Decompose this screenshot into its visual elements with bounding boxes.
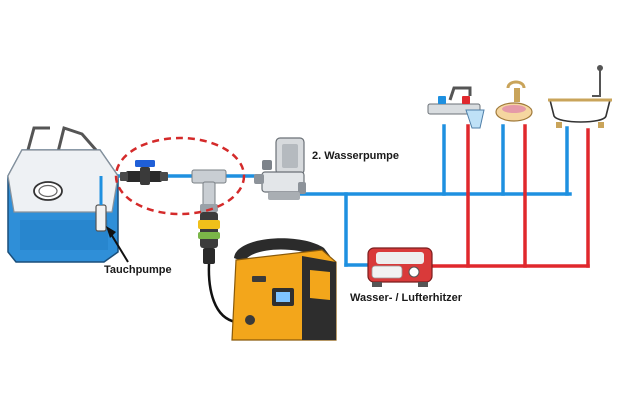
t-connector-icon	[191, 169, 227, 212]
hot-water-pipes	[430, 124, 590, 268]
wasserpumpe-label: 2. Wasserpumpe	[312, 150, 400, 162]
erhitzer-label: Wasser- / Lufterhitzer	[350, 292, 463, 304]
pump-icon	[254, 137, 306, 200]
tauchpumpe-arrow	[106, 226, 129, 263]
cold-water-pipes	[98, 124, 572, 267]
jump-starter-icon	[231, 238, 337, 341]
tauchpumpe-label: Tauchpumpe	[104, 264, 172, 276]
sink-icon	[495, 80, 533, 122]
hose-connector-icon	[198, 212, 237, 324]
water-tank-icon	[7, 126, 119, 263]
valve-icon	[120, 160, 168, 185]
heater-icon	[367, 247, 433, 287]
bathtub-icon	[548, 65, 612, 128]
highlight-ellipse	[114, 136, 246, 216]
faucet-icon	[427, 86, 485, 129]
